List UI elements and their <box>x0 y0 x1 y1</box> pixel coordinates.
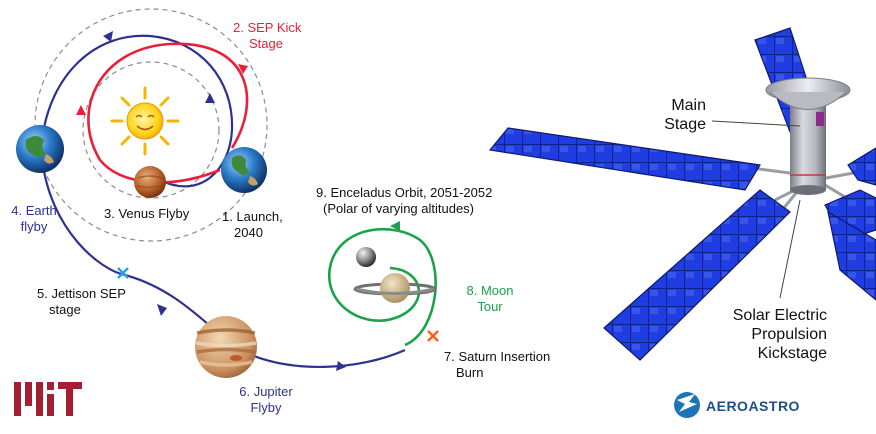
label-saturn-insertion-line2: Burn <box>456 365 484 380</box>
green-arrow <box>390 221 400 231</box>
label-launch: 1. Launch, 2040 <box>222 209 283 241</box>
label-main-stage-line1: Main <box>671 97 706 114</box>
label-jettison: 5. Jettison SEP stage <box>37 286 126 318</box>
solar-panel <box>603 189 791 361</box>
label-launch-line2: 2040 <box>234 225 263 240</box>
label-sep-kick-line2: Stage <box>249 36 283 51</box>
navy-interplanetary-arc <box>40 157 406 368</box>
navy-arrow <box>103 31 113 42</box>
label-launch-line1: 1. Launch, <box>222 209 283 224</box>
solar-panel <box>488 127 761 191</box>
mit-logo <box>14 382 82 416</box>
kickstage-leader <box>779 199 801 299</box>
navy-arrow <box>157 304 167 316</box>
label-enceladus-line1: 9. Enceladus Orbit, 2051-2052 <box>316 185 493 200</box>
label-jettison-line2: stage <box>49 302 81 317</box>
label-saturn-insertion-line1: 7. Saturn Insertion <box>444 349 551 364</box>
spacecraft-illustration <box>488 27 876 361</box>
label-sep-kickstage-line2: Propulsion <box>751 326 827 343</box>
solar-panel <box>847 147 876 186</box>
label-enceladus-line2: (Polar of varying altitudes) <box>323 201 475 216</box>
label-sep-kickstage-line1: Solar Electric <box>732 307 827 324</box>
green-moon-tour-orbit <box>328 227 437 347</box>
label-earth-flyby-line2: flyby <box>20 219 48 234</box>
label-jupiter-line2: Flyby <box>250 400 282 415</box>
earth-icon <box>221 147 267 193</box>
label-earth-flyby-line1: 4. Earth <box>11 203 57 218</box>
aeroastro-logo-mark <box>674 392 700 418</box>
label-moon-tour: 8. Moon Tour <box>460 283 520 315</box>
label-sep-kick: 2. SEP Kick Stage <box>233 20 301 52</box>
label-saturn-insertion: 7. Saturn Insertion Burn <box>444 349 550 381</box>
label-sep-kickstage: Solar Electric Propulsion Kickstage <box>733 306 827 363</box>
main-stage-leader <box>711 120 801 127</box>
aeroastro-logo-text: AEROASTRO <box>706 398 800 414</box>
jettison-marker <box>117 267 129 279</box>
saturn-icon <box>353 273 437 303</box>
red-arrow <box>238 64 248 74</box>
earth-icon <box>16 125 64 173</box>
navy-arrow <box>336 361 346 371</box>
red-arrow <box>76 105 86 115</box>
label-enceladus-orbit: 9. Enceladus Orbit, 2051-2052 (Polar of … <box>316 185 492 217</box>
label-moon-tour-line1: 8. Moon <box>466 283 514 298</box>
venus-icon <box>134 166 166 198</box>
label-earth-flyby: 4. Earth flyby <box>7 203 61 235</box>
sun-icon <box>110 86 180 156</box>
label-venus-flyby: 3. Venus Flyby <box>104 206 190 221</box>
label-sep-kick-line1: 2. SEP Kick <box>233 20 302 35</box>
earth-orbit-dashed <box>34 8 268 242</box>
solar-panel <box>827 210 876 301</box>
navy-arrow <box>205 93 215 103</box>
label-main-stage: Main Stage <box>664 96 706 134</box>
enceladus-icon <box>356 247 376 267</box>
label-jupiter-flyby: 6. Jupiter Flyby <box>229 384 303 416</box>
label-sep-kickstage-line3: Kickstage <box>757 345 827 362</box>
jupiter-icon <box>195 316 257 378</box>
label-moon-tour-line2: Tour <box>477 299 503 314</box>
label-jettison-line1: 5. Jettison SEP <box>37 286 126 301</box>
saturn-insertion-marker <box>427 330 439 342</box>
label-jupiter-line1: 6. Jupiter <box>239 384 293 399</box>
navy-transfer-loop <box>40 34 234 188</box>
label-main-stage-line2: Stage <box>664 116 706 133</box>
venus-orbit-dashed <box>82 61 220 199</box>
